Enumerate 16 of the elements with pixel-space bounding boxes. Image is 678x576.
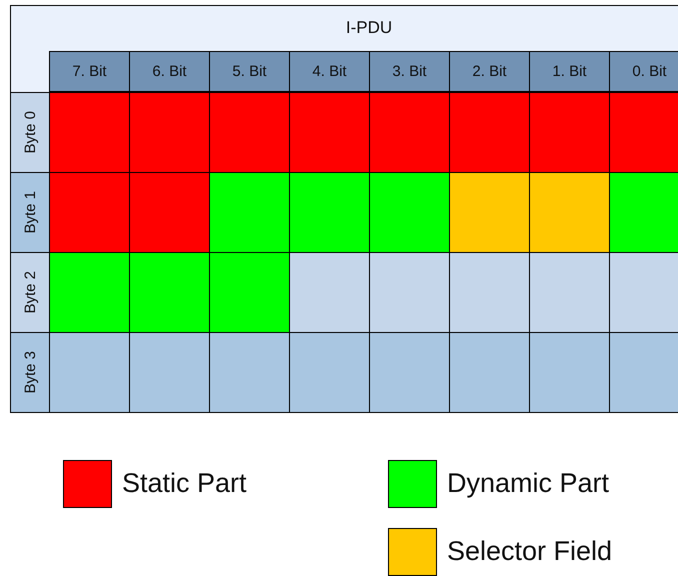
- row-header: Byte 3: [10, 332, 50, 413]
- column-header: 4. Bit: [289, 51, 370, 92]
- column-header: 2. Bit: [449, 51, 530, 92]
- legend-label: Dynamic Part: [447, 468, 610, 500]
- legend-label: Selector Field: [447, 536, 612, 568]
- column-header: 3. Bit: [369, 51, 450, 92]
- table-title: I-PDU: [344, 17, 394, 39]
- column-header: 7. Bit: [49, 51, 130, 92]
- column-header: 6. Bit: [129, 51, 210, 92]
- row-header: Byte 0: [10, 92, 50, 173]
- column-header: 1. Bit: [529, 51, 610, 92]
- row-header: Byte 1: [10, 172, 50, 253]
- column-header: 5. Bit: [209, 51, 290, 92]
- column-header: 0. Bit: [609, 51, 678, 92]
- row-header: Byte 2: [10, 252, 50, 333]
- legend-label: Static Part: [122, 468, 247, 500]
